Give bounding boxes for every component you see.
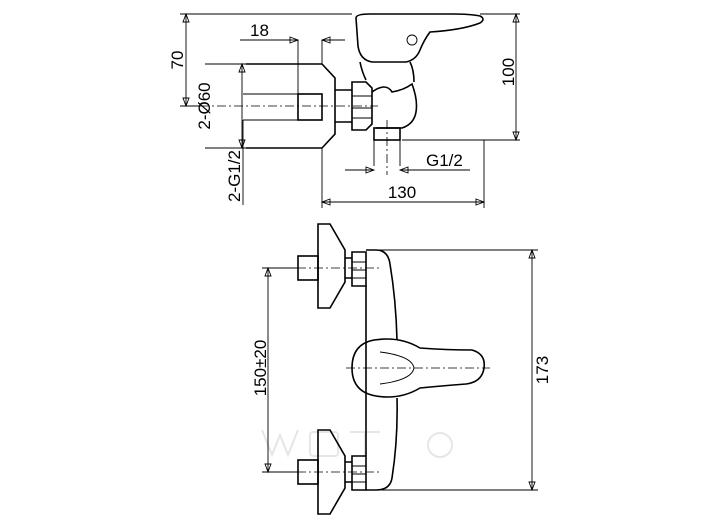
hex-nut xyxy=(351,81,373,131)
dim-inlet-spacing: 150±20 xyxy=(251,340,270,397)
front-view: 150±20 173 xyxy=(251,223,552,515)
dim-handle-height: 70 xyxy=(168,51,187,70)
watermark xyxy=(261,429,453,458)
lever-handle xyxy=(355,13,484,63)
dim-flange-diameter: 2-Ø60 xyxy=(195,82,214,129)
handle-screw-icon xyxy=(406,34,418,46)
upper-flange xyxy=(317,223,346,309)
mixer-body xyxy=(371,82,418,129)
top-view: 70 18 100 2-Ø60 2-G1/2 G1/2 130 xyxy=(168,12,520,208)
dim-body-height: 173 xyxy=(533,356,552,384)
wall-flange xyxy=(246,63,336,149)
lower-flange xyxy=(317,429,346,515)
dim-depth: 130 xyxy=(388,183,416,202)
upper-nut xyxy=(351,251,367,287)
lower-nut xyxy=(351,455,367,491)
dim-inlet-thread: 2-G1/2 xyxy=(225,150,244,202)
dim-outlet-thread: G1/2 xyxy=(426,151,463,170)
mixer-body-front xyxy=(366,249,398,491)
dim-nut-width: 18 xyxy=(250,21,269,40)
dim-total-height: 100 xyxy=(499,58,518,86)
inlet-stub xyxy=(297,93,323,121)
